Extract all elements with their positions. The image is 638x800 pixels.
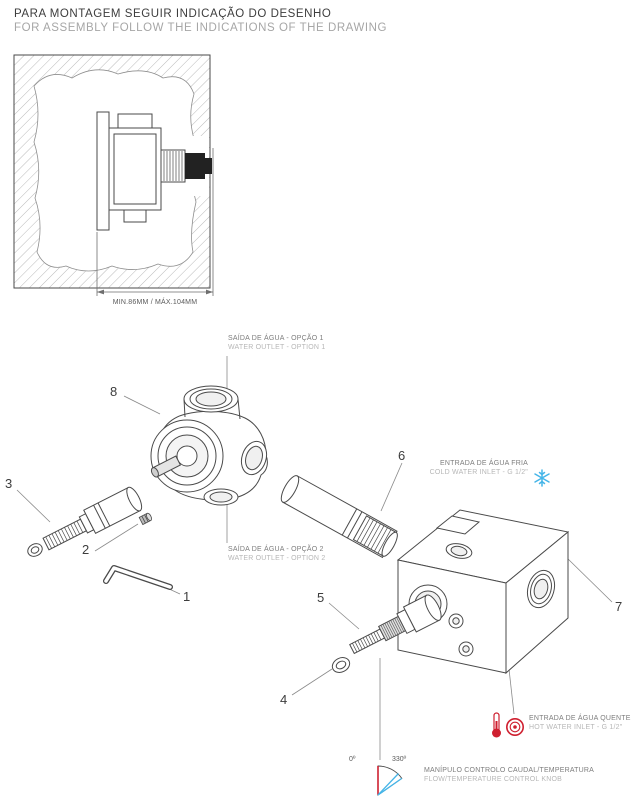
part-number-4: 4 (280, 692, 288, 707)
oring-part4 (331, 657, 351, 673)
control-knob-callout: MANÍPULO CONTROLO CAUDAL/TEMPERATURA FLO… (424, 766, 594, 784)
part-number-1: 1 (183, 589, 191, 604)
cold-inlet-label-en: COLD WATER INLET - G 1/2" (429, 469, 528, 477)
rotation-indicator (377, 765, 403, 796)
depth-dimension (96, 148, 214, 296)
knob-label-en: FLOW/TEMPERATURE CONTROL KNOB (424, 776, 563, 784)
part-number-6: 6 (398, 448, 406, 463)
hot-water-inlet-callout: ENTRADA DE ÁGUA QUENTE HOT WATER INLET -… (529, 714, 631, 732)
valve-body-part8 (150, 385, 268, 506)
outlet2-label-pt: SAÍDA DE ÁGUA - OPÇÃO 2 (228, 546, 324, 553)
hot-inlet-label-pt: ENTRADA DE ÁGUA QUENTE (529, 715, 631, 722)
hot-inlet-label-en: HOT WATER INLET - G 1/2" (529, 724, 623, 732)
allen-key-part1 (103, 565, 173, 590)
part-number-8: 8 (110, 384, 118, 399)
snowflake-icon (534, 469, 550, 487)
thermometer-icon (492, 712, 501, 738)
valve-in-wall (96, 111, 212, 231)
outlet1-label-en: WATER OUTLET - OPTION 1 (228, 344, 326, 352)
part-number-2: 2 (82, 542, 90, 557)
cartridge-part5 (349, 594, 442, 655)
wall-section-drawing (13, 54, 214, 296)
depth-dimension-label: MIN.86MM / MÁX.104MM (112, 299, 198, 306)
angle-min-label: 0º (349, 756, 356, 763)
water-outlet-2-callout: SAÍDA DE ÁGUA - OPÇÃO 2 WATER OUTLET - O… (228, 545, 325, 563)
cold-water-inlet-callout: ENTRADA DE ÁGUA FRIA COLD WATER INLET - … (390, 459, 528, 477)
knob-label-pt: MANÍPULO CONTROLO CAUDAL/TEMPERATURA (424, 767, 595, 774)
cold-inlet-label-pt: ENTRADA DE ÁGUA FRIA (439, 460, 528, 467)
page-title: PARA MONTAGEM SEGUIR INDICAÇÃO DO DESENH… (14, 8, 332, 20)
angle-max-label: 330º (392, 756, 407, 763)
water-outlet-1-callout: SAÍDA DE ÁGUA - OPÇÃO 1 WATER OUTLET - O… (228, 334, 325, 352)
hot-inlet-target-icon (505, 717, 524, 736)
part-number-7: 7 (615, 599, 623, 614)
cartridge-part3 (42, 486, 143, 551)
mounting-block-part7 (396, 509, 570, 675)
set-screw-part2 (138, 512, 152, 526)
outlet2-label-en: WATER OUTLET - OPTION 2 (228, 555, 326, 563)
outlet1-label-pt: SAÍDA DE ÁGUA - OPÇÃO 1 (228, 335, 324, 342)
extension-tube-part6 (280, 475, 398, 559)
part-number-5: 5 (317, 590, 325, 605)
part-number-3: 3 (5, 476, 13, 491)
page-title-translation: FOR ASSEMBLY FOLLOW THE INDICATIONS OF T… (14, 22, 387, 34)
oring-part3 (27, 543, 43, 557)
